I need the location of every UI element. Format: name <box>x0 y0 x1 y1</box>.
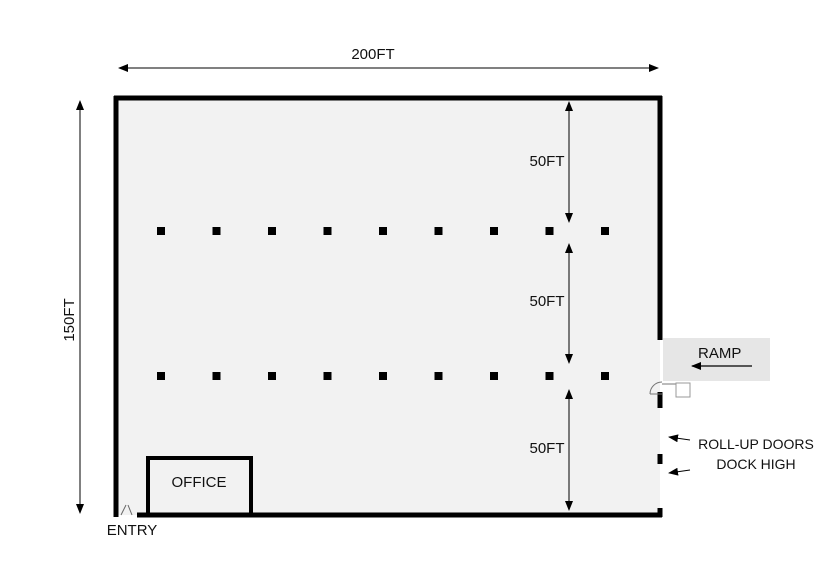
office <box>146 456 253 517</box>
column-post <box>490 227 498 235</box>
column-post <box>323 372 332 380</box>
bay-label-2: 50FT <box>529 293 564 310</box>
rollup-arrow-upper <box>668 434 691 443</box>
entry-door <box>120 504 133 516</box>
structural-columns <box>157 227 609 380</box>
column-post <box>323 227 332 235</box>
dock-high-label: DOCK HIGH <box>716 456 795 472</box>
column-post <box>434 227 443 235</box>
column-post <box>490 372 498 380</box>
ramp-label: RAMP <box>698 345 741 362</box>
column-post <box>545 227 554 235</box>
height-label: 150FT <box>61 298 78 341</box>
column-post <box>379 227 387 235</box>
column-post <box>212 227 221 235</box>
column-post <box>268 372 276 380</box>
office-label: OFFICE <box>172 474 227 491</box>
column-post <box>157 227 165 235</box>
column-post <box>212 372 221 380</box>
ramp <box>663 338 770 381</box>
column-post <box>601 372 609 380</box>
width-label: 200FT <box>351 46 394 63</box>
bay-label-1: 50FT <box>529 153 564 170</box>
column-post <box>268 227 276 235</box>
rollup-arrow-lower <box>668 467 691 476</box>
column-post <box>545 372 554 380</box>
warehouse-floor <box>116 98 660 515</box>
stair <box>675 382 691 398</box>
bay-label-3: 50FT <box>529 440 564 457</box>
column-post <box>434 372 443 380</box>
rollup-doors-label: ROLL-UP DOORS <box>698 436 814 452</box>
column-post <box>379 372 387 380</box>
column-post <box>157 372 165 380</box>
entry-label: ENTRY <box>107 522 158 539</box>
column-post <box>601 227 609 235</box>
